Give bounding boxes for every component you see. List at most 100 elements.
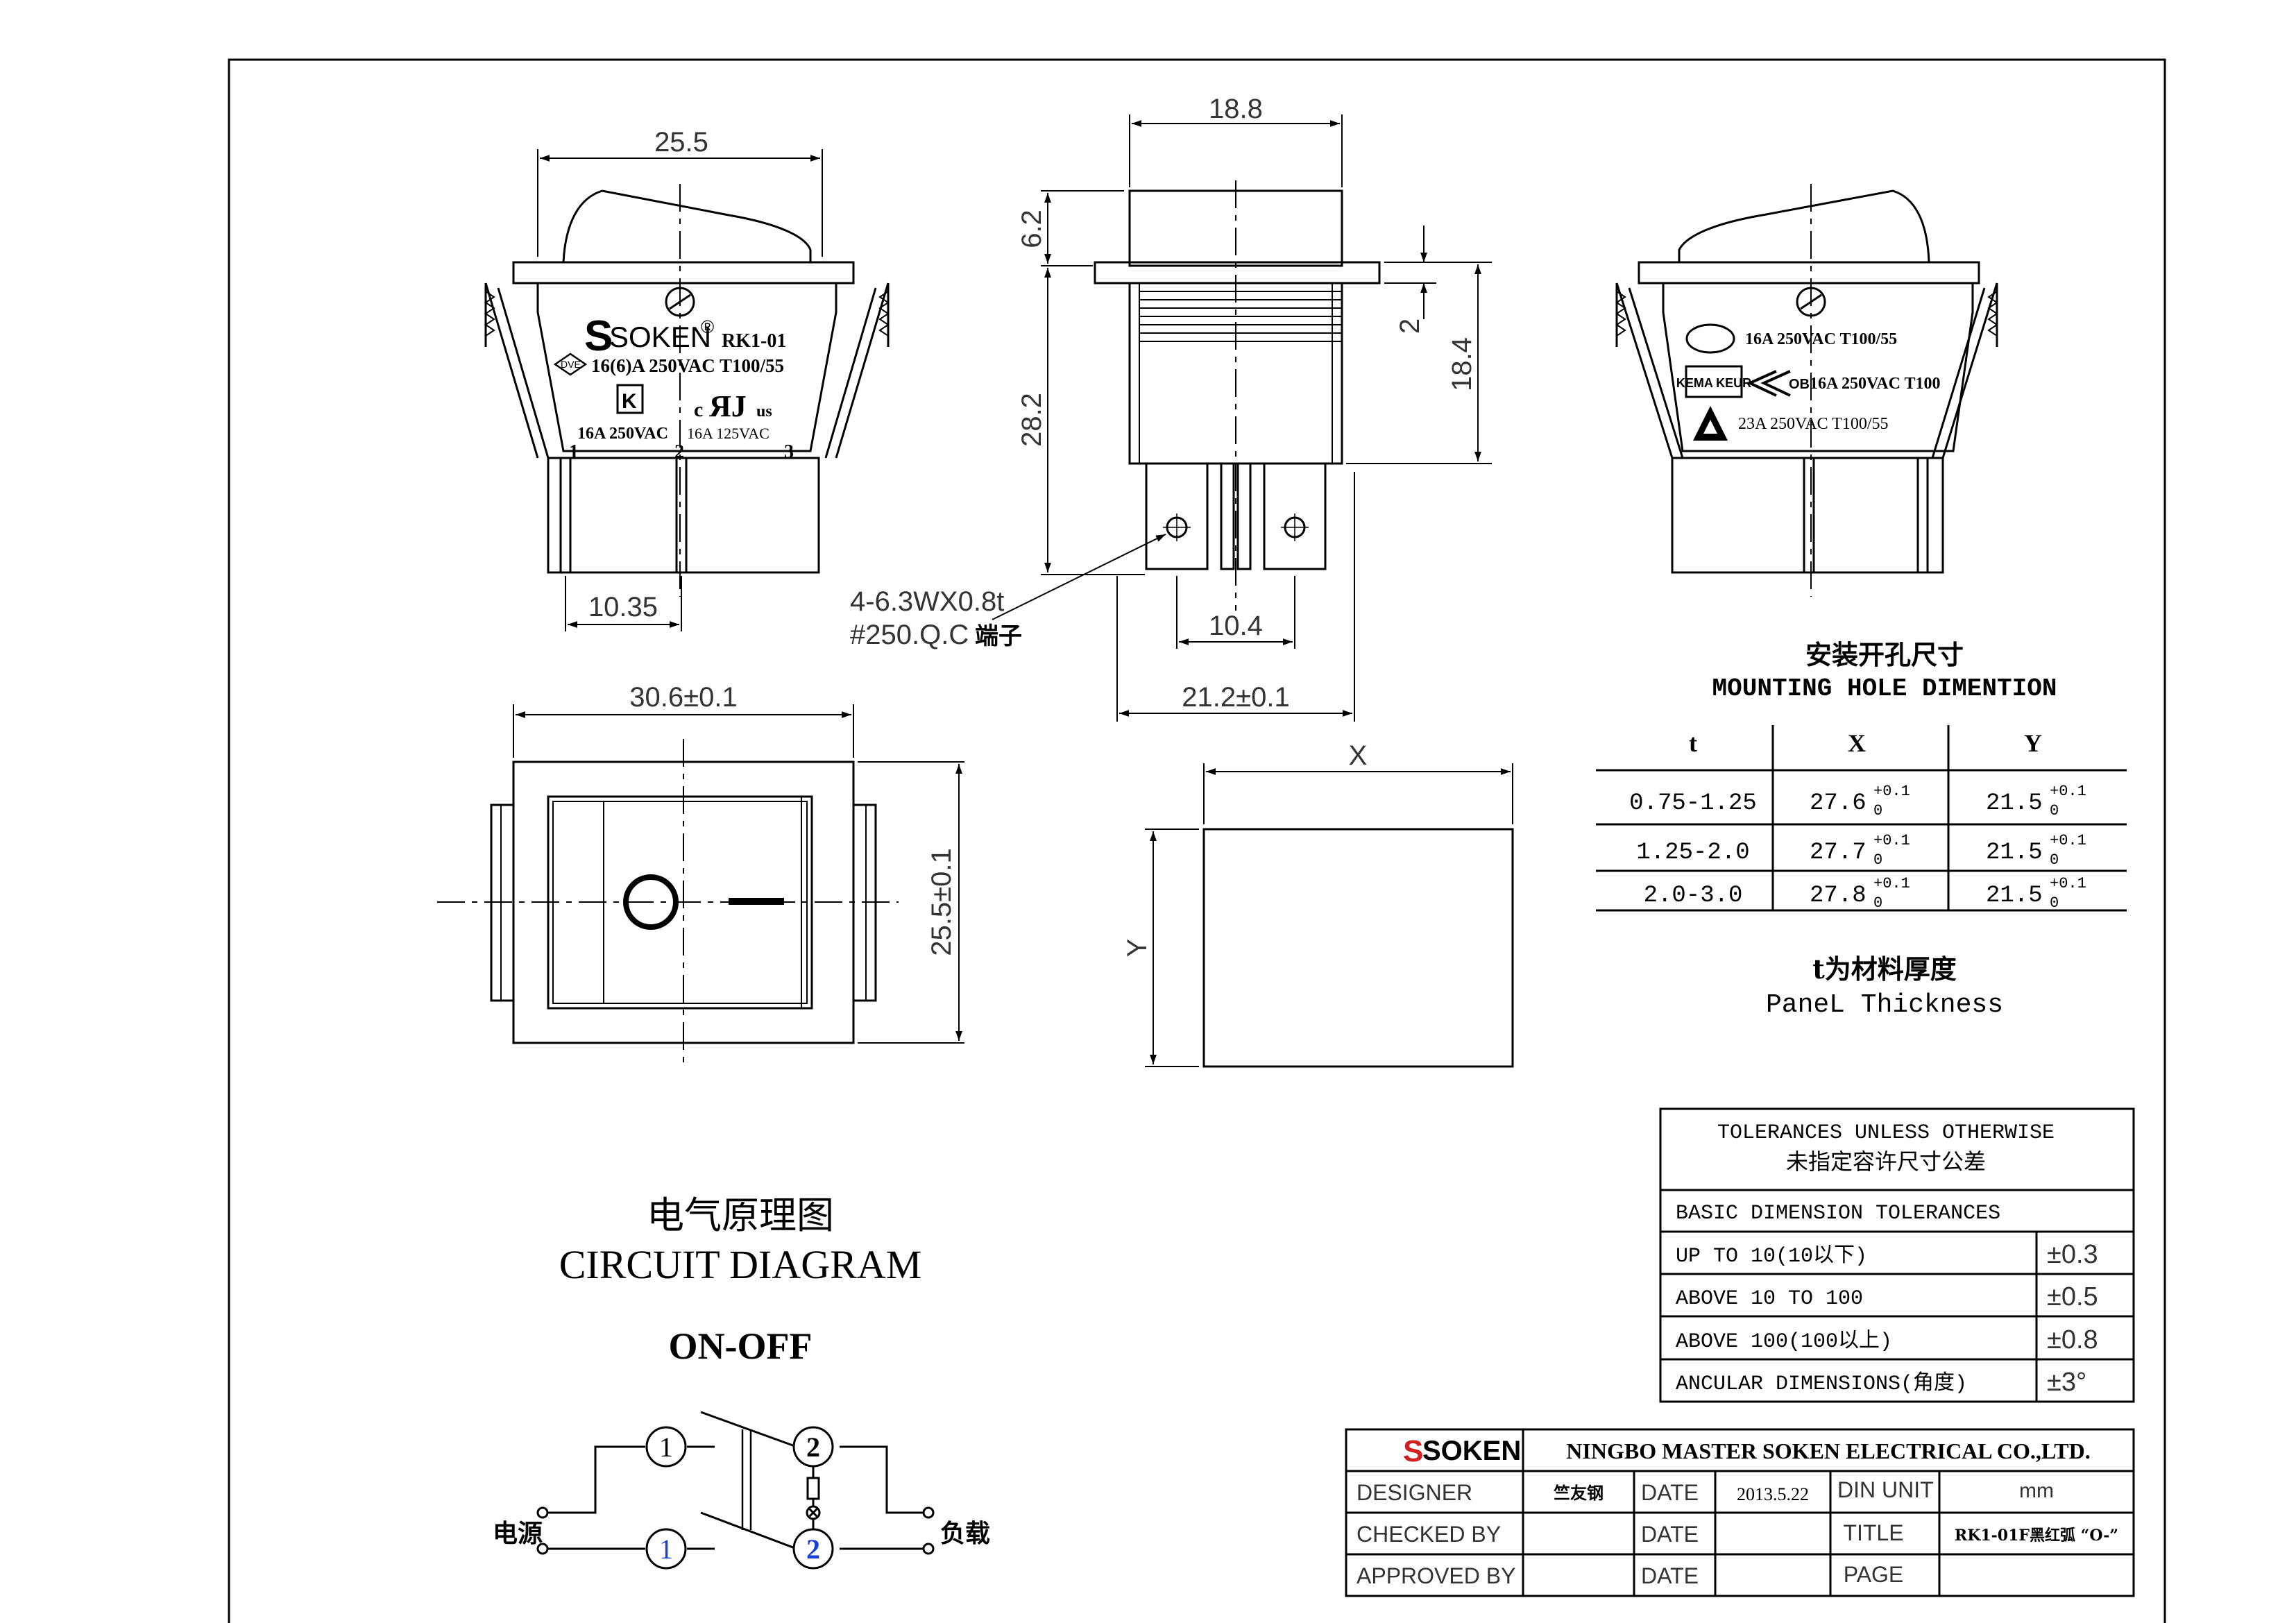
title-page-label: PAGE: [1844, 1562, 1904, 1587]
circuit-node-2-top: 2: [792, 1426, 834, 1468]
title-checked-label: CHECKED BY: [1357, 1522, 1501, 1547]
mounting-header-y: Y: [2024, 729, 2042, 757]
panel-thickness-note-en: PaneL Thickness: [1766, 990, 2003, 1020]
mounting-table-lines: [1596, 725, 2127, 912]
svg-text:us: us: [756, 402, 772, 420]
back-rocker: [1678, 189, 1930, 264]
tolerance-title-en: TOLERANCES UNLESS OTHERWISE: [1717, 1121, 2055, 1145]
circuit-wiring: [536, 1411, 935, 1555]
front-rating-vde: 16(6)A 250VAC T100/55: [591, 355, 784, 376]
svg-text:+0.1: +0.1: [1873, 783, 1910, 800]
back-clip-teeth-left: [1615, 291, 1626, 337]
svg-text:+0.1: +0.1: [1873, 875, 1910, 892]
top-dim-width: 30.6±0.1: [629, 682, 737, 713]
front-dim-pin-spacing: 10.35: [588, 592, 658, 622]
sheet-border: [228, 58, 2166, 1623]
circuit-source-label: 电源: [493, 1520, 543, 1548]
title-title-value: RK1-01F黑红弧 “O-”: [1955, 1527, 2118, 1545]
front-flange: [512, 261, 855, 284]
side-dim-width: 21.2±0.1: [1182, 682, 1289, 713]
title-logo: S SOKEN: [1403, 1434, 1521, 1468]
front-rocker: [562, 189, 812, 264]
side-hole-centerlines: [1163, 513, 1309, 541]
tolerance-row-2-value: ±0.5: [2047, 1282, 2098, 1311]
side-dim-terminal-spacing: 10.4: [1209, 611, 1263, 641]
svg-text:1.25-2.0: 1.25-2.0: [1636, 840, 1749, 866]
mounting-title-en: MOUNTING HOLE DIMENTION: [1712, 674, 2057, 703]
side-terminal-left: [1145, 464, 1209, 570]
svg-text:0: 0: [1873, 802, 1882, 819]
title-designer-value: 竺友钢: [1554, 1484, 1604, 1503]
svg-text:+0.1: +0.1: [1873, 832, 1910, 849]
back-terminal-2: [1916, 457, 1929, 574]
tolerance-basic-label: BASIC DIMENSION TOLERANCES: [1676, 1202, 2000, 1225]
side-dimensions: [992, 114, 1492, 722]
front-pin-1: 1: [569, 441, 579, 463]
svg-text:KEMA KEUR: KEMA KEUR: [1676, 376, 1751, 390]
tolerance-row-1-value: ±0.3: [2047, 1240, 2098, 1269]
svg-text:27.7: 27.7: [1810, 840, 1866, 866]
tolerance-table-lines: [1659, 1107, 2135, 1403]
back-rating-tri: 23A 250VAC T100/55: [1738, 415, 1888, 433]
svg-text:+0.1: +0.1: [2050, 832, 2086, 849]
mounting-row-1: 0.75-1.25 27.6 +0.1 0 21.5 +0.1 0: [1629, 783, 2086, 819]
svg-text:0.75-1.25: 0.75-1.25: [1629, 790, 1757, 817]
soken-logo-mark: S: [584, 312, 613, 360]
ul-mark: c ЯJ us: [694, 389, 772, 423]
circuit-title-cn: 电气原理图: [647, 1193, 834, 1237]
tolerance-row-2-label: ABOVE 10 TO 100: [1676, 1287, 1863, 1311]
svg-text:27.6: 27.6: [1810, 790, 1866, 817]
side-dim-top-width: 18.8: [1209, 94, 1263, 124]
tolerance-title-cn: 未指定容许尺寸公差: [1786, 1148, 1986, 1175]
mounting-header-x: X: [1848, 729, 1866, 757]
back-base: [1671, 457, 1944, 574]
title-title-label: TITLE: [1843, 1520, 1903, 1545]
title-date-label-1: DATE: [1641, 1480, 1699, 1505]
tolerance-row-4-value: ±3°: [2047, 1368, 2086, 1397]
cutout-dimensions: [1145, 763, 1513, 1067]
front-clip-teeth-left: [484, 291, 495, 337]
front-clip-teeth-right: [878, 291, 890, 337]
front-pin-2: 2: [674, 441, 684, 463]
svg-text:0: 0: [1873, 894, 1882, 912]
svg-text:1: 1: [659, 1431, 673, 1463]
svg-text:c: c: [694, 398, 703, 421]
svg-text:21.5: 21.5: [1986, 883, 2043, 909]
svg-text:21.5: 21.5: [1986, 840, 2043, 866]
title-din-unit-label: DIN UNIT: [1837, 1477, 1934, 1502]
tolerance-row-4-label: ANCULAR DIMENSIONS(角度): [1676, 1371, 1967, 1396]
circuit-node-1-bottom: 1: [645, 1528, 687, 1570]
side-terminal-mid-a: [1220, 462, 1235, 570]
tolerance-row-1-label: UP TO 10(10以下): [1676, 1245, 1867, 1268]
title-company: NINGBO MASTER SOKEN ELECTRICAL CO.,LTD.: [1566, 1438, 2090, 1463]
back-rating-kema: 16A 250VAC T100: [1810, 375, 1940, 393]
cutout-dim-y: Y: [1122, 939, 1153, 958]
cutout-dim-x: X: [1349, 740, 1368, 771]
side-dim-total-height: 28.2: [1017, 393, 1047, 447]
svg-text:+0.1: +0.1: [2050, 875, 2086, 892]
title-block-lines: [1345, 1428, 2135, 1597]
svg-text:+0.1: +0.1: [2050, 783, 2086, 800]
tolerance-row-3-value: ±0.8: [2047, 1325, 2098, 1354]
front-model: RK1-01: [722, 330, 786, 352]
front-terminal-1: [559, 457, 572, 574]
kema-mark: KEMA KEUR: [1676, 365, 1751, 398]
svg-text:0: 0: [2050, 851, 2059, 869]
side-dim-rocker-height: 6.2: [1017, 210, 1047, 248]
side-view: [1094, 189, 1381, 570]
side-terminal-right: [1263, 464, 1327, 570]
back-clip-teeth-right: [1987, 291, 1998, 337]
title-date-label-3: DATE: [1641, 1563, 1699, 1588]
svg-text:ЯJ: ЯJ: [709, 389, 747, 423]
svg-text:27.8: 27.8: [1810, 883, 1866, 909]
front-base: [547, 457, 820, 574]
svg-text:0: 0: [2050, 894, 2059, 912]
terminal-note-cn: 端子: [975, 622, 1022, 650]
mounting-row-3: 2.0-3.0 27.8 +0.1 0 21.5 +0.1 0: [1644, 875, 2086, 912]
tolerance-row-3-label: ABOVE 100(100以上): [1676, 1329, 1892, 1354]
front-dim-width: 25.5: [654, 127, 708, 158]
svg-text:S: S: [1403, 1434, 1423, 1468]
top-dimensions: [513, 704, 964, 1044]
panel-thickness-note-cn: t为材料厚度: [1812, 953, 1957, 985]
